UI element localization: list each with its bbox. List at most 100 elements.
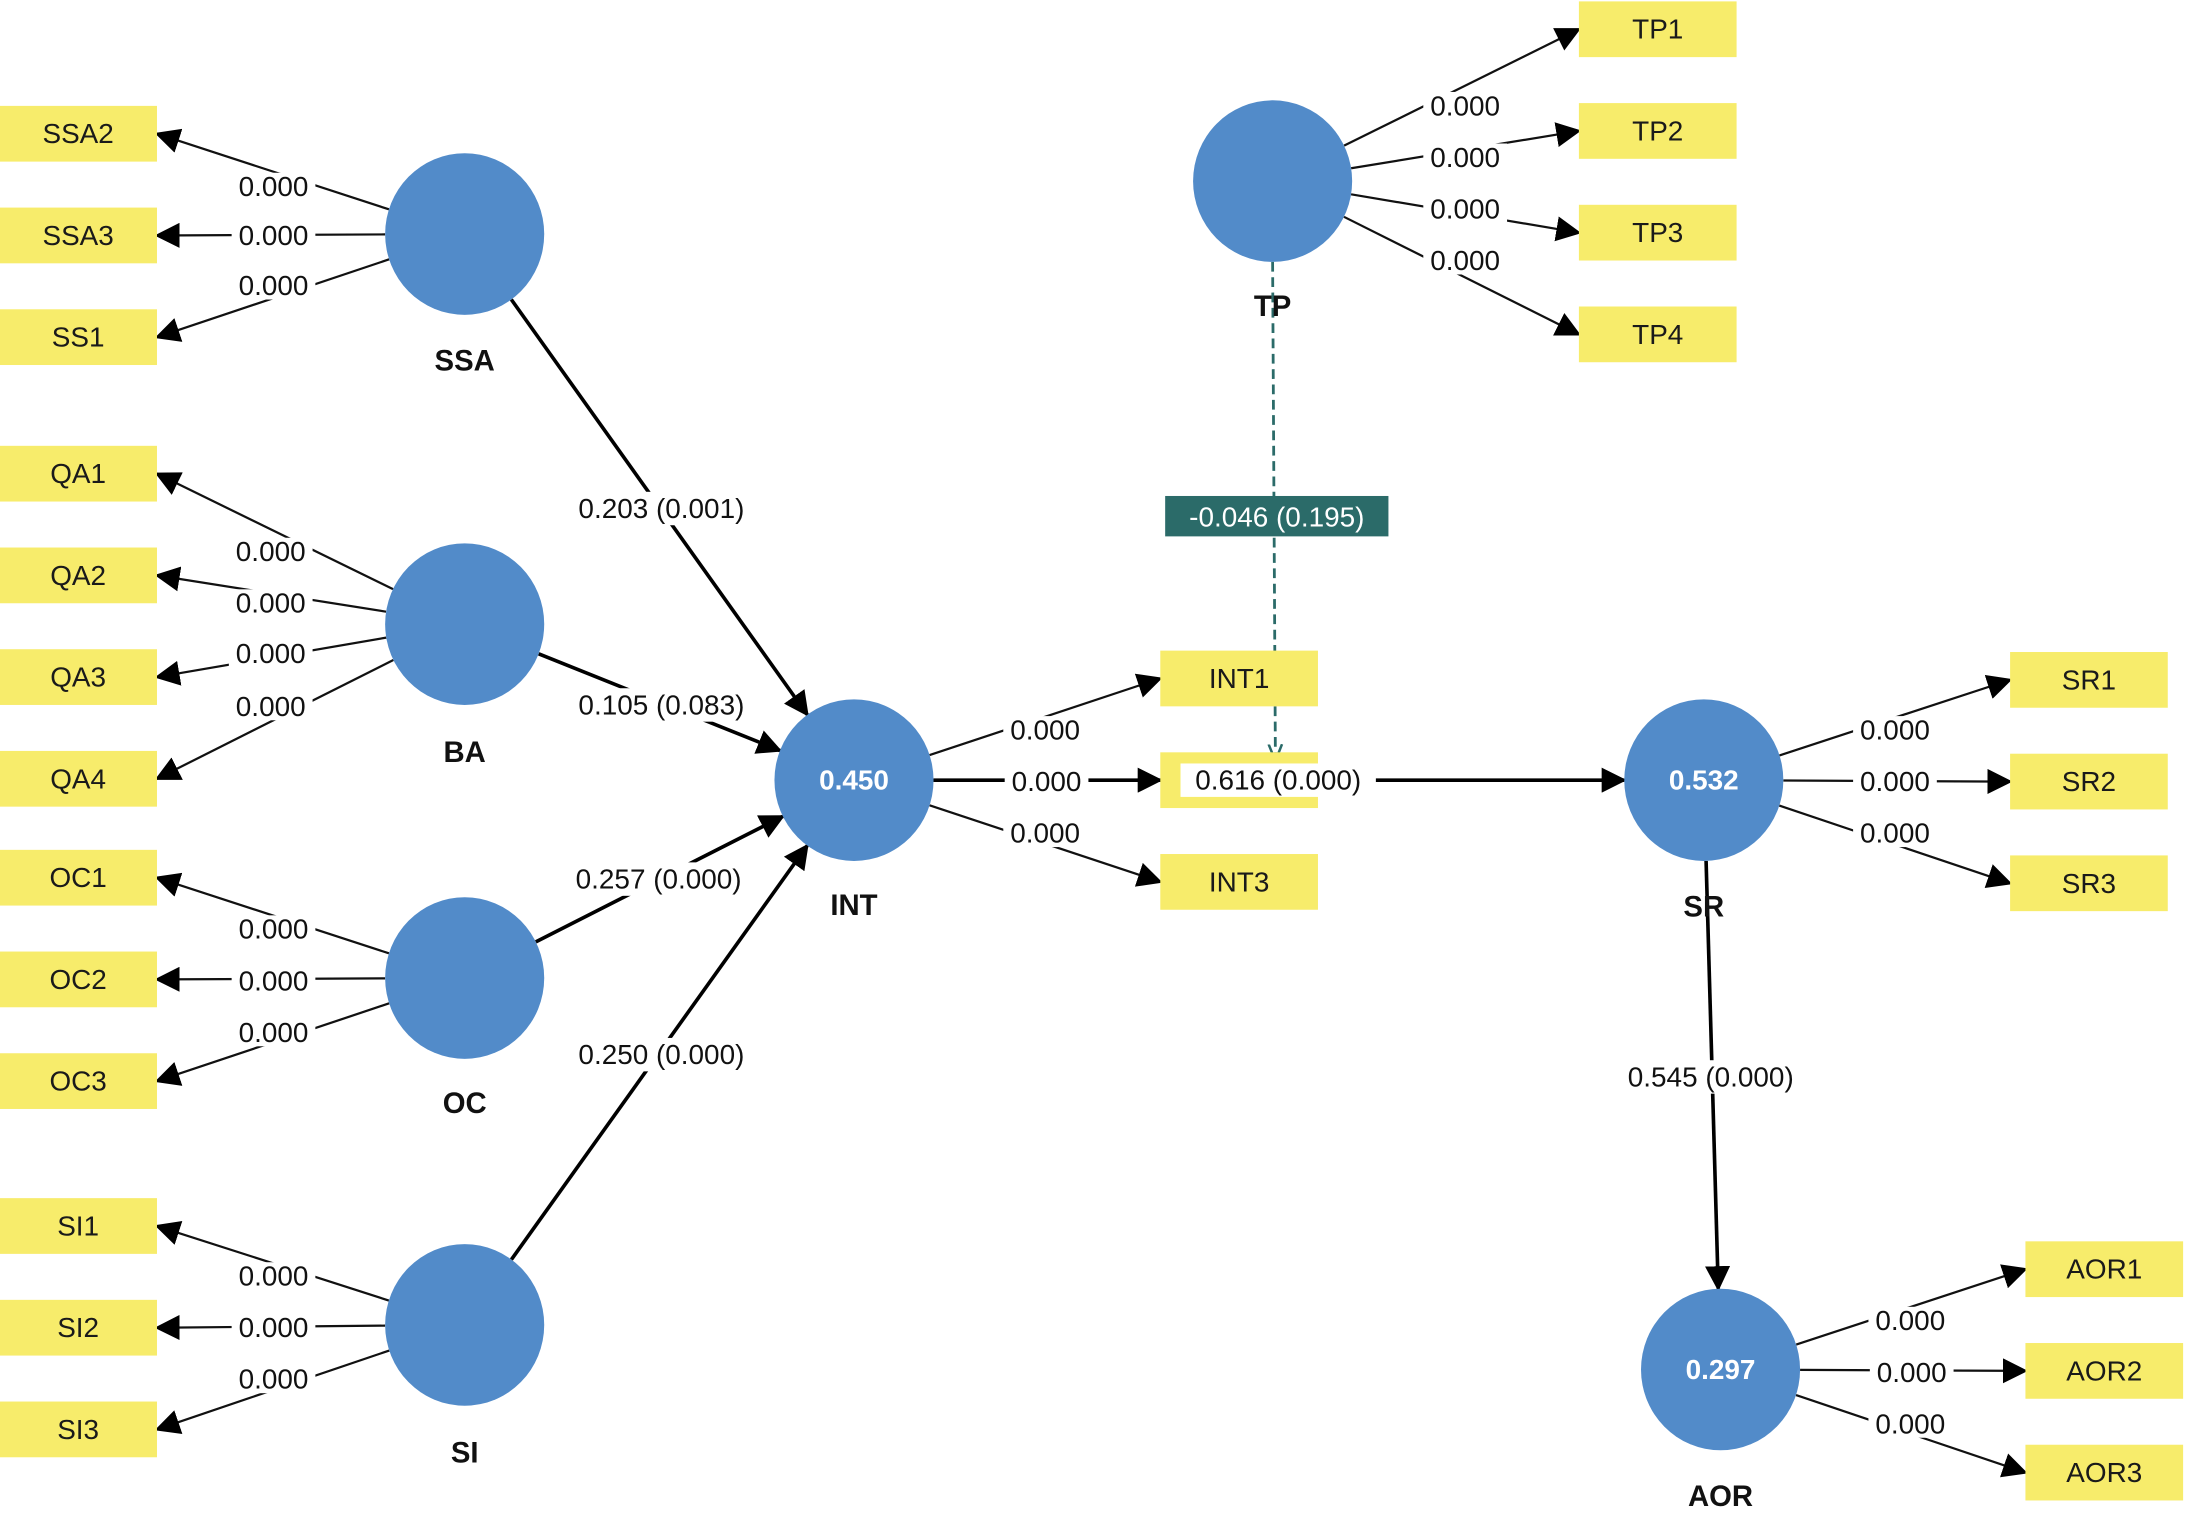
loading-weight-qa3: 0.000 [228,638,313,669]
indicator-tp4[interactable]: TP4 [1578,306,1737,363]
indicator-sr1[interactable]: SR1 [2010,652,2168,708]
weight-value: 0.000 [1012,766,1082,797]
label-background [1423,246,1508,275]
indicator-oc1[interactable]: OC1 [0,849,157,906]
indicator-box[interactable] [1578,1,1737,58]
indicator-ss1[interactable]: SS1 [0,309,157,366]
indicator-box[interactable] [0,445,157,502]
path-coefficient-text: 0.203 (0.001) [578,493,744,524]
indicator-sr2[interactable]: SR2 [2010,753,2168,810]
indicator-box[interactable] [0,309,157,366]
indicator-tp1[interactable]: TP1 [1578,1,1737,58]
r-squared-value: 0.450 [819,765,889,796]
latent-aor[interactable]: 0.297 [1641,1288,1801,1451]
label-background [560,862,757,896]
loading-edge-ssa2[interactable] [154,128,390,211]
label-background [1423,195,1508,223]
indicator-label: OC3 [49,1066,106,1097]
latent-ssa[interactable] [385,153,545,315]
loading-weight-tp3: 0.000 [1423,193,1508,224]
loading-edge-tp4[interactable] [1343,215,1582,336]
indicator-sr3[interactable]: SR3 [2010,855,2168,912]
weight-value: 0.000 [239,1261,309,1292]
path-coefficient-si-int: 0.250 (0.000) [563,1037,760,1072]
indicator-box[interactable] [1160,854,1318,910]
moderation-label-text: -0.046 (0.195) [1189,501,1364,532]
latent-tp[interactable] [1193,100,1353,262]
path-coefficient-oc-int: 0.257 (0.000) [560,862,757,896]
weight-value: 0.000 [1860,715,1930,746]
indicator-si1[interactable]: SI1 [0,1198,157,1254]
indicator-box[interactable] [0,105,157,162]
indicator-label: AOR2 [2066,1355,2142,1386]
indicator-tp3[interactable]: TP3 [1578,204,1737,261]
indicator-box[interactable] [0,649,157,705]
label-background [231,271,316,300]
latent-circle[interactable] [385,543,545,705]
indicator-si3[interactable]: SI3 [0,1401,157,1458]
loading-weight-int2: 0.000 [1004,766,1089,797]
weight-value: 0.000 [239,1364,309,1395]
indicator-si2[interactable]: SI2 [0,1299,157,1356]
latent-name: SI [451,1437,479,1470]
indicator-oc2[interactable]: OC2 [0,951,157,1008]
indicator-box[interactable] [0,1198,157,1254]
label-background [1613,1060,1809,1094]
indicator-box[interactable] [2010,753,2168,810]
indicator-box[interactable] [0,1299,157,1356]
loading-edge-qa1[interactable] [154,472,394,591]
indicator-box[interactable] [2025,1444,2184,1501]
indicator-int1[interactable]: INT1 [1160,650,1318,707]
loading-edge-tp1[interactable] [1343,28,1582,147]
indicator-label: SR1 [2062,664,2116,695]
latent-circle[interactable] [385,1244,545,1406]
indicator-box[interactable] [2010,652,2168,708]
indicator-aor1[interactable]: AOR1 [2025,1241,2184,1298]
latent-circle[interactable] [1624,699,1784,861]
indicator-box[interactable] [0,1401,157,1458]
latent-ba[interactable] [385,543,545,705]
weight-value: 0.000 [1860,766,1930,797]
indicator-box[interactable] [0,207,157,264]
indicator-box[interactable] [1578,103,1737,159]
loading-weight-tp4: 0.000 [1423,245,1508,276]
indicator-oc3[interactable]: OC3 [0,1053,157,1109]
indicator-box[interactable] [1578,204,1737,261]
latent-circle[interactable] [1641,1288,1801,1451]
latent-oc[interactable] [385,897,545,1059]
weight-value: 0.000 [1010,818,1080,849]
indicator-label: INT1 [1209,663,1269,694]
indicator-box[interactable] [1160,650,1318,707]
indicator-int3[interactable]: INT3 [1160,854,1318,910]
label-background [563,491,760,526]
indicator-box[interactable] [0,849,157,906]
latent-circle[interactable] [385,153,545,315]
loading-weight-oc2: 0.000 [231,965,316,996]
latent-circle[interactable] [1193,100,1353,262]
path-coefficient-text: 0.250 (0.000) [578,1039,744,1070]
indicator-aor2[interactable]: AOR2 [2025,1343,2184,1399]
indicator-label: TP2 [1632,115,1683,146]
indicator-box[interactable] [0,547,157,604]
indicator-box[interactable] [0,750,157,807]
indicator-ssa3[interactable]: SSA3 [0,207,157,264]
latent-si[interactable] [385,1244,545,1406]
indicator-box[interactable] [2010,855,2168,912]
latent-int[interactable]: 0.450 [774,699,934,861]
indicator-qa3[interactable]: QA3 [0,649,157,705]
indicator-aor3[interactable]: AOR3 [2025,1444,2184,1501]
latent-circle[interactable] [385,897,545,1059]
latent-circle[interactable] [774,699,934,861]
indicator-box[interactable] [1578,306,1737,363]
indicator-qa4[interactable]: QA4 [0,750,157,807]
indicator-ssa2[interactable]: SSA2 [0,105,157,162]
indicator-box[interactable] [2025,1241,2184,1298]
latent-sr[interactable]: 0.532 [1624,699,1784,861]
indicator-qa1[interactable]: QA1 [0,445,157,502]
indicator-box[interactable] [0,1053,157,1109]
indicator-label: QA1 [50,458,106,489]
indicator-box[interactable] [2025,1343,2184,1399]
indicator-box[interactable] [0,951,157,1008]
indicator-qa2[interactable]: QA2 [0,547,157,604]
indicator-tp2[interactable]: TP2 [1578,103,1737,159]
